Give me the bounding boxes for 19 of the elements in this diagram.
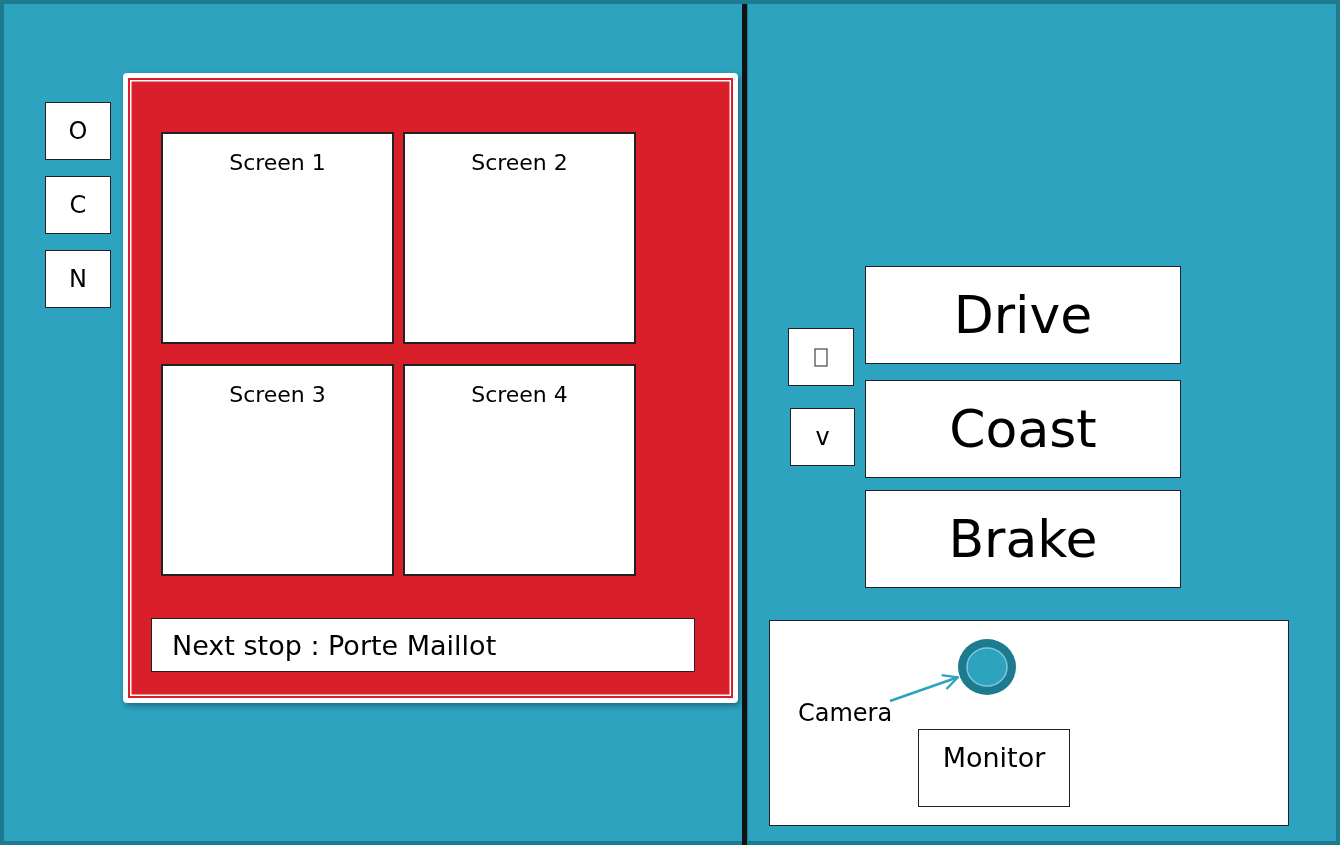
button: v	[790, 408, 855, 466]
button: Coast	[865, 380, 1181, 478]
button: O	[45, 102, 111, 160]
monitor-box: Monitor	[918, 729, 1070, 807]
screen-box: Screen 3	[161, 364, 394, 576]
camera-label: Camera	[798, 699, 894, 733]
display-panel	[123, 73, 738, 703]
next-stop-bar: Next stop : Porte Maillot	[151, 618, 695, 672]
screen-box: Screen 4	[403, 364, 636, 576]
camera-icon	[958, 639, 1016, 695]
button: N	[45, 250, 111, 308]
camera-panel	[769, 620, 1289, 826]
button: C	[45, 176, 111, 234]
button	[788, 328, 854, 386]
arrow	[889, 674, 960, 703]
button: Drive	[865, 266, 1181, 364]
button: Brake	[865, 490, 1181, 588]
screen-box: Screen 1	[161, 132, 394, 344]
screen-box: Screen 2	[403, 132, 636, 344]
